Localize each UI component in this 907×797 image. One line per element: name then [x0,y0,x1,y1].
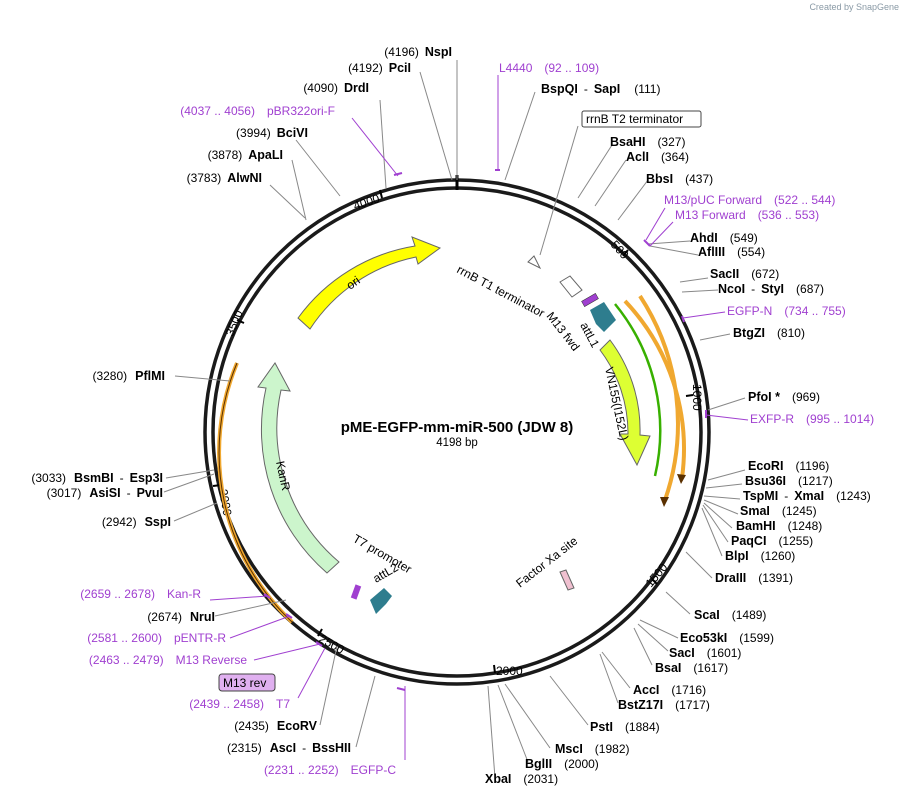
primer-leaders [209,75,749,760]
primer-marks [263,169,707,691]
enzyme-draiii: DraIII(1391) [715,571,793,585]
enzyme-ecori: EcoRI(1196) [748,459,829,473]
orange-arrowhead-2 [677,474,686,484]
enzyme-tspmi-xmai: TspMI-XmaI(1243) [743,489,871,503]
enzyme-drdi: (4090)DrdI [303,81,369,95]
primer-egfp-n: EGFP-N(734 .. 755) [727,304,846,318]
kanr-label: KanR [273,460,293,493]
enzyme-paqci: PaqCI(1255) [731,534,813,548]
plasmid-title: pME-EGFP-mm-miR-500 (JDW 8) [341,419,574,436]
primer-l4440: L4440(92 .. 109) [499,61,599,75]
enzyme-bsai: BsaI(1617) [655,661,728,675]
enzyme-pcii: (4192)PciI [348,61,411,75]
snapgene-credit: Created by SnapGene [809,2,899,12]
primer-kan-r: (2659 .. 2678)Kan-R [80,587,201,601]
attl1-mark [581,293,599,307]
primer-egfp-c: (2231 .. 2252)EGFP-C [264,763,396,777]
enzyme-sacii: SacII(672) [710,267,779,281]
enzyme-asci-bsshii: (2315)AscI-BssHII [227,741,351,755]
enzyme-bbsi: BbsI(437) [646,172,713,186]
primer-pbr322ori-f: (4037 .. 4056)pBR322ori-F [180,104,335,118]
enzyme-ahdi: AhdI(549) [690,231,758,245]
m13-rev-box [218,673,276,692]
enzymes-left: (3280)PflMI (3033)BsmBI-Esp3I (3017)AsiS… [31,369,351,755]
ori-feature [297,236,442,330]
enzyme-btgzi: BtgZI(810) [733,326,805,340]
rrnb-t1-label: rrnB T1 terminator [455,262,547,320]
enzyme-blpi: BlpI(1260) [725,549,795,563]
m13-fwd-arrow [590,302,616,332]
enzyme-ncoi-styi: NcoI-StyI(687) [718,282,824,296]
enzyme-scai: ScaI(1489) [694,608,766,622]
enzyme-leaders [163,60,746,779]
enzyme-pflmi: (3280)PflMI [92,369,165,383]
m13-fwd-label: M13 fwd [544,309,583,353]
kanr-feature [257,362,340,574]
enzyme-bglii: BglII(2000) [525,757,599,771]
plasmid-size: 4198 bp [436,437,478,449]
enzyme-sspi: (2942)SspI [102,515,171,529]
orange-arrowhead-1 [660,497,669,507]
enzyme-bsu36i: Bsu36I(1217) [745,474,833,488]
primer-t7: (2439 .. 2458)T7 [189,697,290,711]
orange-arc-left-inner [218,362,293,623]
rrnb-t2-arrow [527,255,542,270]
enzyme-nrui: (2674)NruI [147,610,215,624]
primer-labels: L4440(92 .. 109) (4037 .. 4056)pBR322ori… [80,61,874,777]
orange-arc-right-2 [623,299,686,479]
enzyme-nspi: (4196)NspI [384,45,452,59]
enzyme-acci: AccI(1716) [633,683,706,697]
enzyme-apali: (3878)ApaLI [208,148,283,162]
rrnb-t2-label: rrnB T2 terminator [586,112,683,126]
enzyme-pfoi: PfoI *(969) [748,390,820,404]
enzyme-bspqi-sapi: BspQI-SapI(111) [541,82,660,96]
enzyme-saci: SacI(1601) [669,646,741,660]
primer-m13-puc-forward: M13/pUC Forward(522 .. 544) [664,193,835,207]
primer-m13-reverse: (2463 .. 2479)M13 Reverse [89,653,247,667]
enzymes-top-left: (4196)NspI (4192)PciI (4090)DrdI (3994)B… [187,45,452,185]
enzyme-smai: SmaI(1245) [740,504,817,518]
enzymes-right: BspQI-SapI(111) BsaHI(327) AclI(364) Bbs… [485,82,871,786]
primer-exfp-r: EXFP-R(995 .. 1014) [750,412,874,426]
attl2-arrow [370,588,392,614]
enzyme-bamhi: BamHI(1248) [736,519,822,533]
enzyme-bsmbi-esp3i: (3033)BsmBI-Esp3I [31,471,163,485]
enzyme-acli: AclI(364) [626,150,689,164]
enzyme-bcivi: (3994)BciVI [236,126,308,140]
enzyme-aflIII: AflIII(554) [698,245,765,259]
enzyme-bsahi: BsaHI(327) [610,135,685,149]
tick-1000: 1000 [690,384,704,411]
rrnb-t1-arrow [559,275,583,298]
enzyme-psti: PstI(1884) [590,720,660,734]
ori-label: ori [344,273,363,292]
t7-promoter-mark [350,584,362,600]
tick-2000: 2000 [496,664,523,678]
m13-rev-label: M13 rev [223,676,266,690]
enzyme-asisi-pvui: (3017)AsiSI-PvuI [47,486,163,500]
green-arc [614,303,662,477]
rrnb-t2-box [581,110,702,128]
tick-4000: 4000 [352,191,382,213]
vn155-feature [599,339,651,467]
factor-xa-mark [559,569,575,591]
enzyme-alwni: (3783)AlwNI [187,171,262,185]
primer-pentr-r: (2581 .. 2600)pENTR-R [87,631,226,645]
enzyme-xbai: XbaI(2031) [485,772,558,786]
primer-m13-forward: M13 Forward(536 .. 553) [675,208,819,222]
enzyme-eco53ki: Eco53kI(1599) [680,631,774,645]
enzyme-msci: MscI(1982) [555,742,629,756]
enzyme-bstz17i: BstZ17I(1717) [618,698,710,712]
enzyme-ecorv: (2435)EcoRV [234,719,317,733]
